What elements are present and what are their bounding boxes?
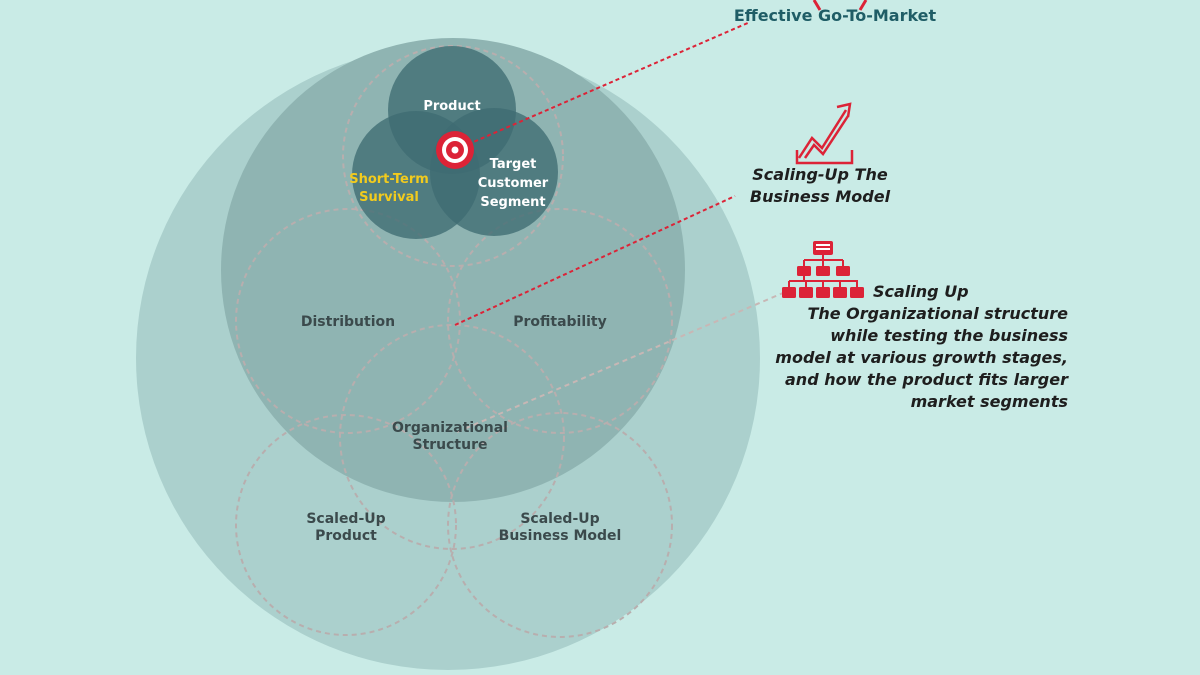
product-label: Product xyxy=(423,99,480,114)
effective-gtm-label: Effective Go-To-Market xyxy=(733,6,937,25)
org-chart-icon xyxy=(782,241,864,298)
dashed-org-structure-circle xyxy=(339,324,565,550)
target-customer-circle xyxy=(430,108,558,236)
dashed-scaled-product-circle xyxy=(235,414,457,636)
business-model-connector-line xyxy=(454,195,736,326)
dashed-top-circle xyxy=(342,45,564,267)
scaling-org-description: The Organizational structure while testi… xyxy=(775,304,1068,411)
target-icon xyxy=(436,131,474,169)
dashed-profitability-circle xyxy=(447,208,673,434)
growth-chart-icon xyxy=(795,102,854,165)
gtm-icon-fragment xyxy=(812,0,868,11)
gtm-connector-line xyxy=(454,21,751,151)
org-structure-connector-line xyxy=(456,289,791,433)
business-model-circle xyxy=(221,38,685,502)
distribution-label: Distribution xyxy=(301,314,395,330)
scaling-business-model-note: Scaling-Up The Business Model xyxy=(749,165,891,206)
scaling-org-title: Scaling Up xyxy=(873,282,969,301)
dashed-scaled-bm-circle xyxy=(447,412,673,638)
dashed-distribution-circle xyxy=(235,208,461,434)
profitability-label: Profitability xyxy=(513,314,607,330)
dashed-circles xyxy=(235,45,673,638)
